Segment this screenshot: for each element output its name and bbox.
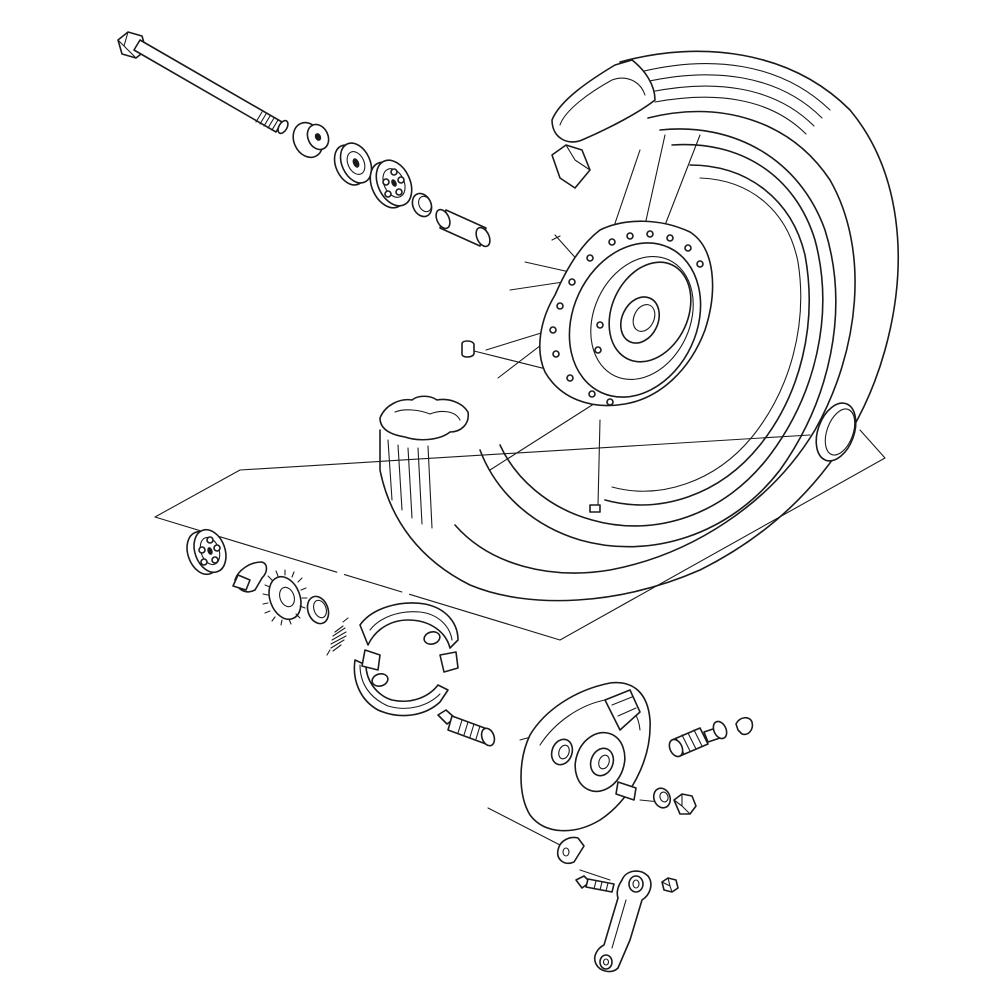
brake-arm[interactable]: [593, 870, 652, 973]
oil-seal[interactable]: [328, 138, 377, 190]
tire-rim-band[interactable]: [809, 398, 863, 467]
pinion-circlip[interactable]: [711, 716, 754, 741]
wheel-hub[interactable]: [539, 220, 725, 418]
speedometer-gear-retainer[interactable]: [232, 561, 268, 593]
brake-shoes[interactable]: [353, 602, 459, 717]
assembly-guide-lines: [154, 429, 886, 881]
axle-collar[interactable]: [288, 118, 333, 162]
brake-arm-nut[interactable]: [661, 877, 679, 893]
hub-bearing[interactable]: [181, 525, 231, 579]
axle-bolt[interactable]: [117, 31, 290, 135]
panel-nut[interactable]: [673, 793, 697, 815]
gear-washer[interactable]: [304, 593, 332, 626]
speedometer-pinion[interactable]: [667, 727, 721, 759]
brake-panel[interactable]: [520, 681, 651, 832]
hub-spoke-holes: [549, 230, 704, 406]
bearing-spacer[interactable]: [433, 207, 492, 248]
indicator-plate[interactable]: [556, 836, 585, 865]
panel-washer[interactable]: [651, 786, 673, 810]
brake-cam[interactable]: [437, 709, 497, 748]
speedometer-drive-gear[interactable]: [262, 569, 308, 626]
tire[interactable]: [379, 50, 899, 602]
brake-arm-bolt[interactable]: [575, 875, 615, 893]
bearing[interactable]: [363, 154, 418, 213]
wheel-rim: [479, 128, 837, 548]
circlip[interactable]: [409, 190, 435, 219]
brake-shoe-spring[interactable]: [326, 617, 349, 656]
